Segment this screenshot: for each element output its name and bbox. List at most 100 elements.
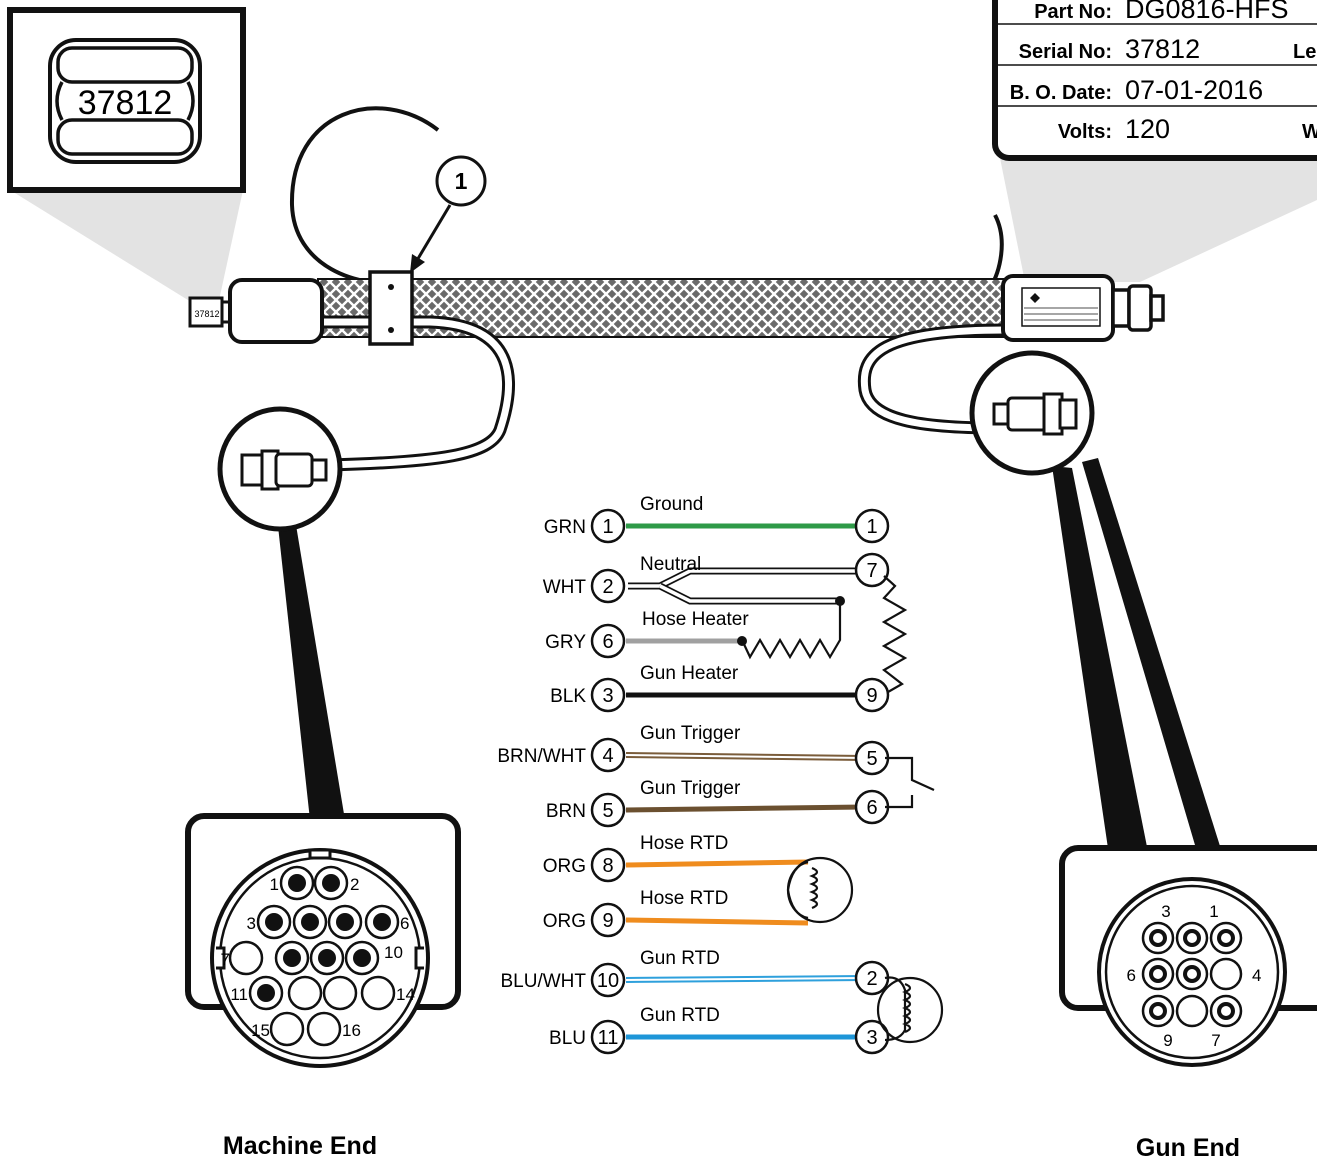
machine-pin-label: 7 — [221, 950, 230, 969]
machine-pin-socket — [248, 975, 284, 1011]
machine-pin-label: 3 — [247, 914, 256, 933]
wire-function-label: Neutral — [640, 554, 701, 575]
gun-heater-element — [881, 575, 908, 693]
part-no-label: Part No: — [1034, 1, 1112, 23]
wire-color-code: ORG — [543, 911, 586, 932]
wire-stripe — [625, 754, 865, 759]
wire-function-label: Gun RTD — [640, 1005, 720, 1026]
gun-pin-socket — [1141, 994, 1175, 1028]
machine-pin-label: 11 — [230, 985, 248, 1004]
right-pin-number: 1 — [866, 516, 877, 538]
right-pin-number: 9 — [866, 685, 877, 707]
wire-color-code: GRY — [545, 632, 586, 653]
wire-function-label: Hose RTD — [640, 888, 728, 909]
machine-pin-label: 16 — [342, 1021, 361, 1040]
mini-serial: 37812 — [194, 309, 219, 319]
right-pin-number: 5 — [866, 748, 877, 770]
bo-date-label: B. O. Date: — [1010, 82, 1112, 104]
bo-date-value: 07-01-2016 — [1125, 75, 1263, 105]
machine-pin-label: 14 — [396, 985, 415, 1004]
machine-pin-socket — [269, 1011, 305, 1047]
right-pin-number: 7 — [866, 560, 877, 582]
serial-nut-inset: 37812 — [7, 7, 246, 305]
wire-function-label: Gun RTD — [640, 948, 720, 969]
machine-pin-socket — [360, 975, 396, 1011]
machine-end-fitting — [228, 278, 324, 344]
serial-nut-number: 37812 — [78, 84, 173, 122]
wire-color-code: BLU — [549, 1028, 586, 1049]
wire-color-code: BLK — [550, 686, 586, 707]
wire-color-code: GRN — [544, 517, 586, 538]
wire-function-label: Gun Heater — [640, 663, 739, 684]
machine-pin-socket — [309, 940, 345, 976]
machine-pin-socket — [327, 904, 363, 940]
gun-pin-label: 6 — [1127, 966, 1136, 985]
left-pin-number: 10 — [597, 970, 619, 992]
hose-assembly: 37812 1 — [188, 106, 1165, 472]
trigger-switch — [885, 756, 935, 809]
left-pin-bubble — [590, 677, 626, 713]
machine-pin-socket — [256, 904, 292, 940]
machine-pin-socket — [228, 940, 264, 976]
gun-rtd-sensor — [876, 976, 944, 1044]
gun-pin-socket — [1175, 957, 1209, 991]
hose-clamp — [368, 270, 414, 346]
machine-pin-socket — [292, 904, 328, 940]
gun-end-caption: Gun End — [1136, 1134, 1240, 1162]
machine-pin-socket — [344, 940, 380, 976]
wire-function-label: Gun Trigger — [640, 723, 741, 744]
serial-nut-icon — [48, 38, 202, 164]
left-pin-number: 8 — [602, 855, 613, 877]
right-pin-number: 6 — [866, 797, 877, 819]
left-pin-bubble — [590, 737, 626, 773]
left-pin-number: 1 — [602, 516, 613, 538]
gun-pin-socket — [1175, 994, 1209, 1028]
gun-pin-label: 3 — [1161, 902, 1170, 921]
volts-label: Volts: — [1058, 121, 1112, 143]
wire-color-code: BLU/WHT — [501, 971, 587, 992]
left-pin-bubble — [590, 568, 626, 604]
machine-pin-socket — [364, 904, 400, 940]
wire-function-label: Ground — [640, 494, 703, 515]
gun-pin-socket — [1175, 921, 1209, 955]
left-pin-number: 11 — [598, 1027, 619, 1049]
left-pin-bubble — [590, 623, 626, 659]
wire-function-label: Gun Trigger — [640, 778, 741, 799]
gun-pin-socket — [1209, 994, 1243, 1028]
gun-pin-label: 4 — [1252, 966, 1261, 985]
right-pin-bubble — [854, 1019, 890, 1055]
gun-pin-label: 7 — [1211, 1031, 1220, 1050]
wire-color-code: BRN/WHT — [497, 746, 586, 767]
machine-pin-socket — [306, 1011, 342, 1047]
right-pin-bubble — [854, 677, 890, 713]
machine-pin-label: 2 — [350, 875, 359, 894]
right-pin-bubble — [854, 552, 890, 588]
machine-pin-socket — [279, 865, 315, 901]
callout-bubble — [435, 155, 487, 207]
id-tag: Part No: DG0816-HFS Serial No: 37812 Le … — [992, 0, 1317, 282]
wire-row: GRN 1 Ground 1 — [544, 494, 890, 544]
machine-pin-socket — [322, 975, 358, 1011]
length-label: Le — [1293, 41, 1316, 63]
wire-color-code: BRN — [546, 801, 586, 822]
left-pin-number: 2 — [602, 576, 613, 598]
wire-line — [625, 917, 809, 926]
wire-stripe — [625, 977, 865, 981]
left-pin-bubble — [590, 962, 626, 998]
serial-no-value: 37812 — [1125, 34, 1200, 64]
left-pin-bubble — [590, 847, 626, 883]
id-tag-frame — [992, 0, 1317, 161]
